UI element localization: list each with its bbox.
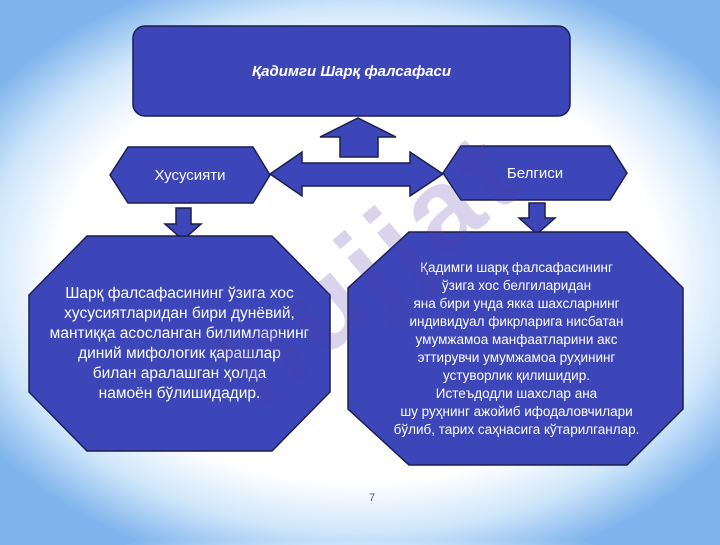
double-arrow-connector (268, 150, 445, 198)
right-label: Белгиси (506, 164, 564, 182)
right-down-arrow (517, 202, 557, 236)
right-body-shape (347, 231, 684, 466)
left-label: Хусусияти (154, 166, 226, 184)
diagram-title: Қадимги Шарқ фалсафаси (251, 62, 452, 80)
right-label-shape (442, 145, 628, 201)
left-body-text: Шарқ фалсафасининг ўзига хос хусусиятлар… (49, 284, 310, 402)
left-body-shape (28, 235, 331, 452)
up-arrow-connector (319, 117, 397, 158)
page-number: 7 (368, 492, 376, 504)
right-body-text: Қадимги шарқ фалсафасининг ўзига хос бел… (393, 259, 640, 437)
left-down-arrow (163, 207, 203, 242)
title-box (132, 25, 571, 117)
left-label-shape (109, 146, 271, 204)
